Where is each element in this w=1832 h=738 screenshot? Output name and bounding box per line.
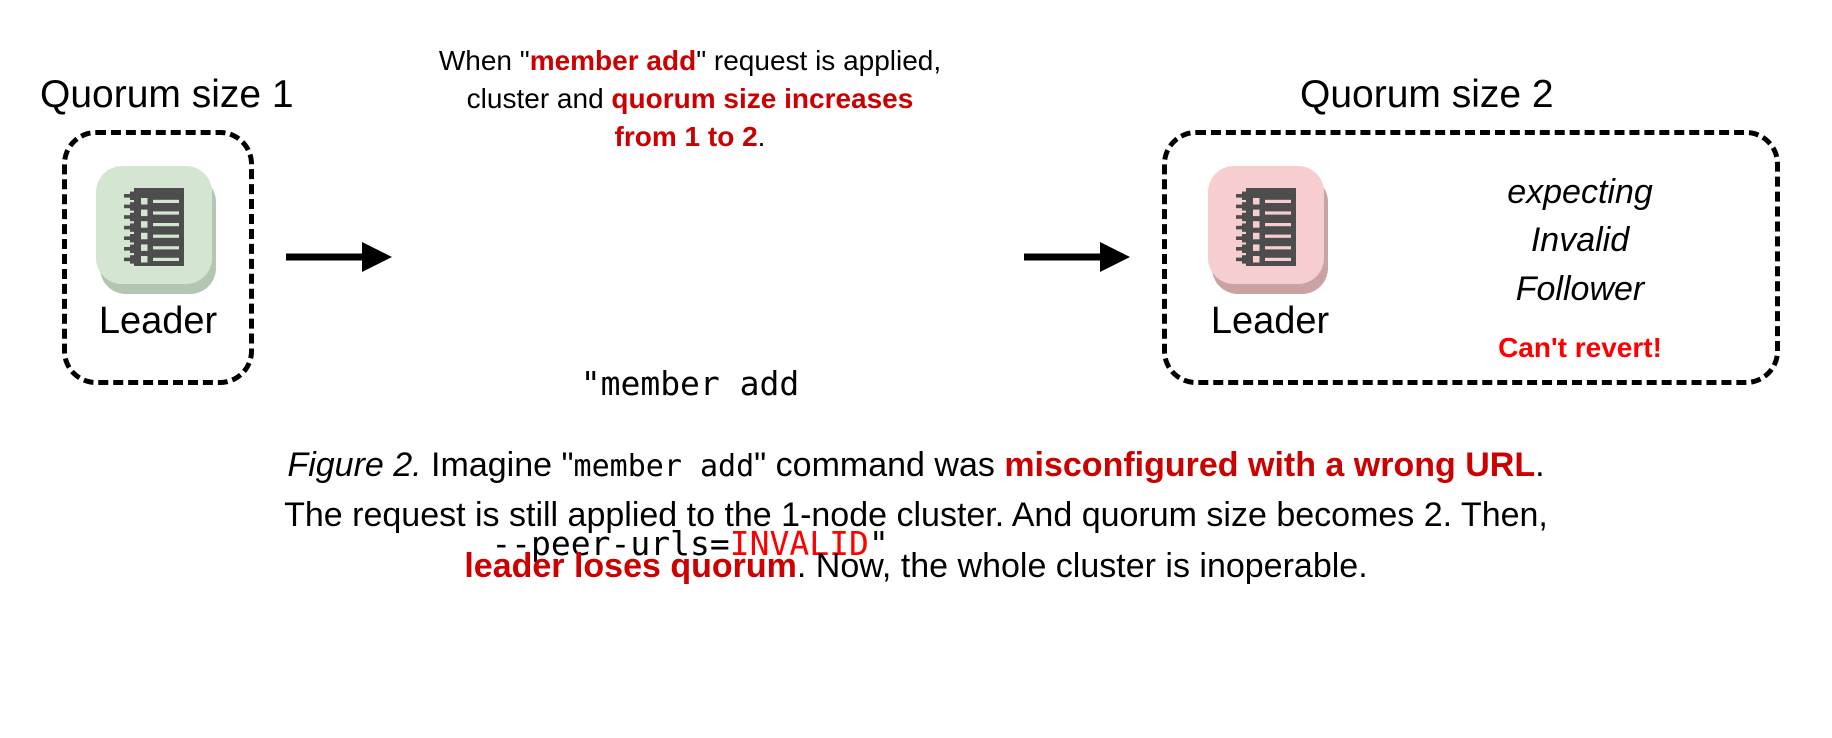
explanation-line2-highlight: quorum size increases xyxy=(611,83,914,115)
status-line-3: Follower xyxy=(1515,269,1645,308)
explanation-line-3: from 1 to 2. xyxy=(360,118,1020,156)
right-leader-label: Leader xyxy=(1210,300,1330,342)
left-leader-icon-wrap xyxy=(96,162,220,296)
left-leader-label: Leader xyxy=(98,300,218,342)
right-leader-icon-wrap xyxy=(1208,162,1332,296)
figure-caption: Figure 2. Imagine "member add" command w… xyxy=(0,440,1832,591)
caption-seg-1: Imagine " xyxy=(421,446,574,484)
right-quorum-size-label: Quorum size 2 xyxy=(1300,73,1554,116)
caption-line-3: leader loses quorum. Now, the whole clus… xyxy=(0,541,1832,591)
status-line-1: expecting xyxy=(1507,173,1653,211)
explanation-line3-highlight: from 1 to 2 xyxy=(614,121,758,153)
command-invalid-value: INVALID xyxy=(729,524,869,564)
caption-figure-number: Figure 2. xyxy=(287,446,422,484)
right-leader-node: Leader xyxy=(1208,162,1332,342)
explanation-line1-post: " request is applied, xyxy=(696,45,942,76)
explanation-line1-highlight: member add xyxy=(529,45,697,76)
explanation-line-1: When "member add" request is applied, xyxy=(360,42,1020,80)
left-leader-node: Leader xyxy=(96,162,220,342)
explanation-line3-post: . xyxy=(757,121,766,153)
right-status-text: expecting Invalid Follower xyxy=(1430,168,1730,313)
notebook-icon xyxy=(1236,188,1296,266)
caption-line3-post: . Now, the whole cluster is inoperable. xyxy=(796,546,1368,585)
arrow-right-icon xyxy=(286,242,392,272)
cant-revert-alert: Can't revert! xyxy=(1498,332,1662,363)
status-line-2: Invalid xyxy=(1530,221,1630,260)
command-line-2: --peer-urls=INVALID" xyxy=(420,517,960,570)
command-line2-post: " xyxy=(868,524,889,564)
caption-line-1: Figure 2. Imagine "member add" command w… xyxy=(0,440,1832,490)
command-text: "member add --peer-urls=INVALID" xyxy=(420,250,960,678)
caption-seg-3: " command was xyxy=(754,446,1005,484)
explanation-text: When "member add" request is applied, cl… xyxy=(360,42,1020,156)
left-quorum-size-label: Quorum size 1 xyxy=(40,73,294,116)
caption-command-mono: member add xyxy=(573,449,755,484)
right-cluster-box xyxy=(1162,130,1780,385)
explanation-line1-pre: When " xyxy=(438,45,530,76)
arrow-right-icon xyxy=(1024,242,1130,272)
caption-highlight-2: leader loses quorum xyxy=(464,546,797,585)
caption-seg-5: . xyxy=(1535,446,1545,484)
notebook-icon xyxy=(124,188,184,266)
caption-line-2: The request is still applied to the 1-no… xyxy=(284,496,1548,535)
explanation-line2-pre: cluster and xyxy=(466,83,612,115)
command-line2-pre: --peer-urls= xyxy=(491,524,730,564)
left-cluster-box xyxy=(62,130,254,385)
caption-highlight-1: misconfigured with a wrong URL xyxy=(1004,446,1536,484)
command-line-1: "member add xyxy=(580,363,800,403)
explanation-line-2: cluster and quorum size increases xyxy=(360,80,1020,118)
